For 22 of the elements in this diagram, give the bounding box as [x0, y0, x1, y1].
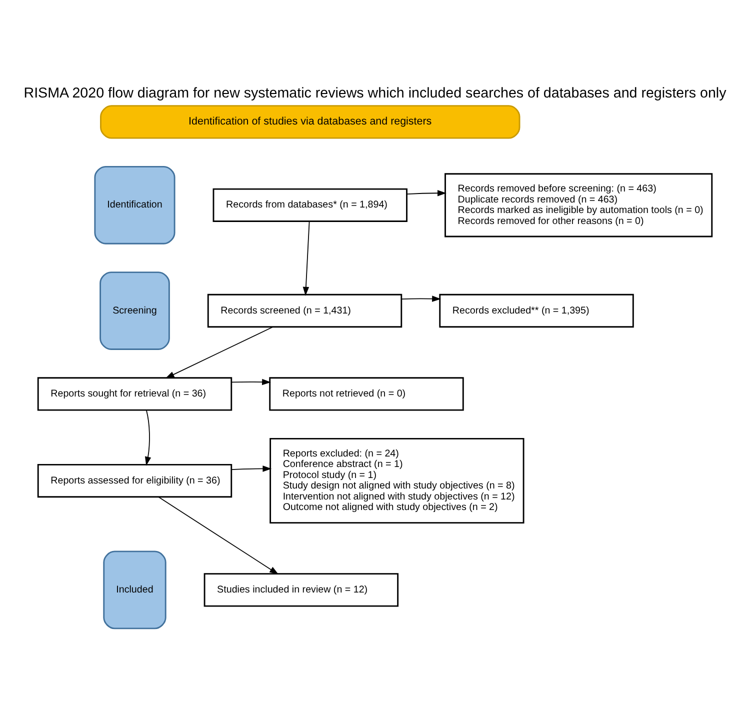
- node-box: Reports excluded: (n = 24) Conference abstract (n = 1) Protocol study (n = 1) Study design not aligned with study objectives (n = 8) Intervention not aligned with study objectives (n = 12) Outcome not aligned with study objectives (n = 2): [270, 438, 524, 524]
- arrow: [400, 296, 442, 302]
- node-box: Records excluded** (n = 1,395): [439, 294, 634, 328]
- arrow: [231, 466, 272, 472]
- node-box: Reports sought for retrieval (n = 36): [37, 377, 232, 411]
- node-box: Records removed before screening: (n = 463) Duplicate records removed (n = 463) Records marked as ineligible by automation tools (n = 0) Records removed for other reasons (n = 0): [444, 173, 713, 238]
- arrow: [158, 496, 279, 574]
- node-box: Reports not retrieved (n = 0): [269, 377, 464, 411]
- node-box: Identification: [94, 166, 176, 244]
- node-box: Studies included in review (n = 12): [204, 573, 399, 607]
- arrow: [230, 378, 271, 386]
- arrow: [406, 190, 446, 196]
- node-box: Reports assessed for eligibility (n = 36): [37, 464, 232, 498]
- arrow: [302, 220, 310, 296]
- diagram-title: RISMA 2020 flow diagram for new systematic reviews which included searches of databases and registers only: [24, 86, 726, 102]
- node-box: Records from databases* (n = 1,894): [212, 188, 408, 222]
- node-box: Records screened (n = 1,431): [207, 294, 402, 328]
- node-box: Included: [103, 550, 166, 630]
- node-box: Identification of studies via databases and registers: [100, 105, 520, 139]
- arrow: [165, 326, 274, 378]
- node-box: Screening: [100, 272, 170, 350]
- arrow: [144, 410, 152, 466]
